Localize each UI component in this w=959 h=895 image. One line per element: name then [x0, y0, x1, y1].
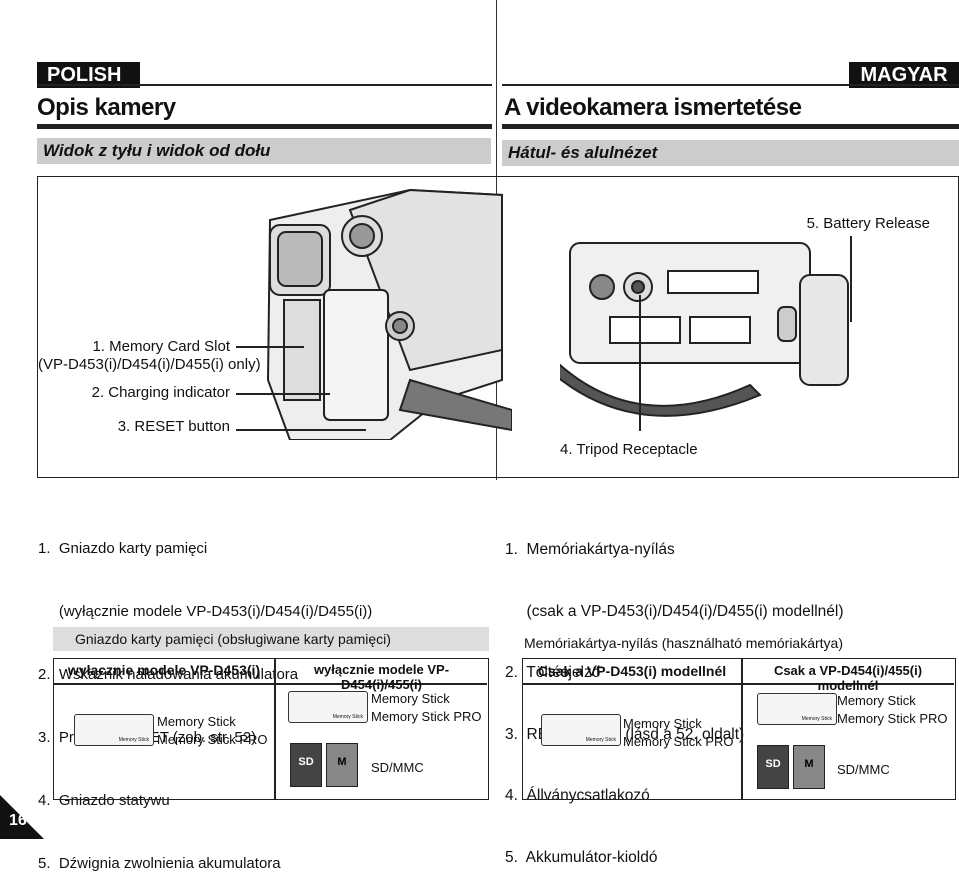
memory-stick-card-icon: Memory Stick — [757, 693, 837, 725]
card-type-label: Memory Stick — [623, 716, 702, 731]
cards-table-header-rule — [54, 683, 487, 685]
sd-card-label: SD — [765, 758, 781, 770]
list-item: 5. Dźwignia zwolnienia akumulatora — [38, 855, 281, 872]
cards-table-divider — [274, 659, 276, 799]
memory-stick-card-icon: Memory Stick — [541, 714, 621, 746]
title-rule-left — [37, 124, 492, 129]
col1-supported-cards: Memory Stick Memory Stick PRO — [623, 715, 734, 751]
list-item: (csak a VP-D453(i)/D454(i)/D455(i) model… — [505, 602, 844, 620]
memory-stick-card-icon: Memory Stick — [74, 714, 154, 746]
callout-charging-indicator: 2. Charging indicator — [91, 384, 230, 401]
sd-card-icon: SD — [757, 745, 789, 789]
col2-supported-cards: Memory Stick Memory Stick PRO — [837, 692, 948, 728]
page-title-polish: Opis kamery — [37, 94, 176, 121]
mmc-card-label: M — [337, 756, 347, 768]
mmc-card-label: M — [804, 758, 814, 770]
subtitle-magyar: Hátul- és alulnézet — [502, 140, 959, 166]
camcorder-rear-view-illustration — [266, 188, 512, 440]
supported-cards-heading-magyar: Memóriakártya-nyílás (használható memóri… — [524, 635, 843, 651]
language-badge-polish: POLISH — [37, 62, 140, 88]
cards-table-header-rule — [523, 683, 954, 685]
page-number-badge — [0, 795, 44, 839]
header-rule-right — [502, 84, 959, 86]
supported-cards-heading-polish: Gniazdo karty pamięci (obsługiwane karty… — [53, 627, 489, 651]
list-item: (wyłącznie modele VP-D453(i)/D454(i)/D45… — [38, 603, 373, 620]
callout-battery-release: 5. Battery Release — [806, 215, 930, 232]
callout-tripod-receptacle: 4. Tripod Receptacle — [560, 441, 698, 458]
subtitle-polish: Widok z tyłu i widok od dołu — [37, 138, 491, 164]
card-type-label: Memory Stick PRO — [157, 732, 268, 747]
callout-reset-button: 3. RESET button — [117, 418, 230, 435]
camcorder-bottom-view-illustration — [560, 242, 849, 417]
card-type-label: Memory Stick PRO — [623, 734, 734, 749]
callout-memory-card-slot-line2: (VP-D453(i)/D454(i)/D455(i) only) — [38, 356, 261, 373]
header-rule-left — [37, 84, 492, 86]
card-brand-label: Memory Stick — [801, 716, 832, 722]
list-item: 1. Memóriakártya-nyílás — [505, 541, 675, 558]
card-brand-label: Memory Stick — [332, 714, 363, 720]
list-item: 5. Akkumulátor-kioldó — [505, 848, 658, 866]
card-type-label: Memory Stick — [371, 691, 450, 706]
cards-table-polish: wyłącznie modele VP-D453(i) wyłącznie mo… — [53, 658, 489, 800]
cards-col1-header: wyłącznie modele VP-D453(i) — [67, 662, 261, 678]
sd-mmc-label: SD/MMC — [371, 760, 424, 775]
list-item: 2. Wskaźnik naładowania akumulatora — [38, 666, 299, 683]
page-number: 16 — [9, 812, 27, 829]
sd-card-icon: SD — [290, 743, 322, 787]
list-item: 2. Töltésjelző — [505, 664, 601, 681]
cards-table-magyar: Csak a VP-D453(i) modellnél Csak a VP-D4… — [522, 658, 956, 800]
callout-memory-card-slot: 1. Memory Card Slot (VP-D453(i)/D454(i)/… — [38, 338, 261, 374]
col2-supported-cards: Memory Stick Memory Stick PRO — [371, 690, 482, 726]
mmc-card-icon: M — [326, 743, 358, 787]
card-type-label: Memory Stick — [837, 693, 916, 708]
language-badge-magyar: MAGYAR — [849, 62, 959, 88]
callout-line-3 — [236, 429, 366, 431]
sd-card-label: SD — [298, 756, 314, 768]
memory-stick-card-icon: Memory Stick — [288, 691, 368, 723]
cards-table-divider — [741, 659, 743, 799]
cards-col1-header: Csak a VP-D453(i) modellnél — [537, 663, 727, 679]
cards-col2-header: wyłącznie modele VP-D454(i)/455(i) — [313, 662, 450, 692]
card-type-label: Memory Stick — [157, 714, 236, 729]
col1-supported-cards: Memory Stick Memory Stick PRO — [157, 713, 268, 749]
callout-line-1 — [236, 346, 304, 348]
page-title-magyar: A videokamera ismertetése — [504, 94, 802, 121]
callout-line-2 — [236, 393, 330, 395]
list-item: 1. Gniazdo karty pamięci — [38, 540, 208, 557]
callout-memory-card-slot-line1: 1. Memory Card Slot — [92, 338, 230, 355]
callout-line-5 — [850, 236, 852, 322]
cards-col2-header: Csak a VP-D454(i)/455(i) modellnél — [773, 663, 923, 693]
title-rule-right — [502, 124, 959, 129]
sd-mmc-label: SD/MMC — [837, 762, 890, 777]
card-type-label: Memory Stick PRO — [837, 711, 948, 726]
card-brand-label: Memory Stick — [118, 737, 149, 743]
mmc-card-icon: M — [793, 745, 825, 789]
callout-line-4 — [639, 295, 641, 431]
card-brand-label: Memory Stick — [585, 737, 616, 743]
card-type-label: Memory Stick PRO — [371, 709, 482, 724]
list-item: 4. Gniazdo statywu — [38, 792, 170, 809]
